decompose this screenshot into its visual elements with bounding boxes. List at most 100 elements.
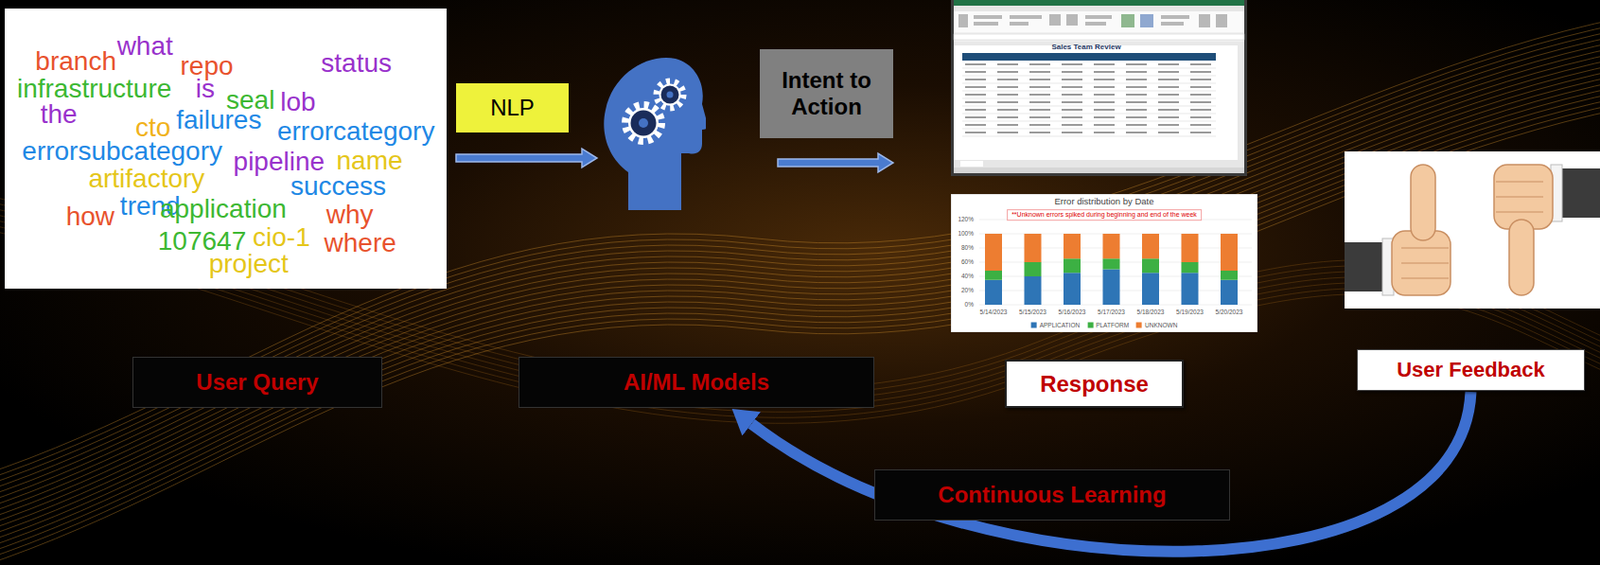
cloud-word: errorcategory (277, 118, 436, 145)
caption-box: User Query (132, 356, 383, 408)
cloud-word: status (320, 50, 392, 77)
thumb-down (1495, 196, 1544, 198)
bar (1063, 233, 1081, 305)
bar (1103, 258, 1121, 269)
cloud-word: the (40, 101, 78, 128)
thumb-up (1344, 164, 1451, 296)
cloud-word: what (117, 33, 174, 60)
block-arrow (777, 153, 894, 173)
table-rows (962, 68, 1216, 137)
chart-legend: APPLICATIONPLATFORMUNKNOWN (1031, 321, 1179, 329)
thumb-down (1495, 211, 1544, 213)
bar (1181, 262, 1199, 273)
thumb-up (1401, 247, 1449, 249)
bar (1220, 270, 1238, 281)
block-arrow (456, 148, 598, 168)
table-rows (962, 75, 1216, 77)
intent-box: Intent to Action (759, 49, 894, 139)
table-rows (962, 121, 1216, 123)
spreadsheet-screenshot (953, 41, 1238, 160)
head-silhouette (603, 57, 706, 211)
spreadsheet-screenshot (960, 160, 984, 167)
gridlines (979, 219, 1252, 305)
thumb-down (1494, 164, 1600, 296)
gear (628, 107, 659, 139)
spreadsheet-screenshot (1237, 41, 1245, 160)
thumbs-illustration (1344, 151, 1600, 309)
bar (984, 270, 1003, 281)
bar (1181, 272, 1199, 305)
caption-box: User Feedback (1356, 349, 1585, 391)
bar (1181, 233, 1199, 305)
caption-box: Response (1004, 359, 1184, 408)
axis-tick: 40% (961, 272, 974, 280)
table-rows (962, 113, 1216, 115)
ribbon-icons (973, 15, 1003, 19)
ribbon-icons (958, 14, 968, 28)
bar (984, 233, 1003, 305)
date-tick: 5/17/2023 (1097, 308, 1126, 316)
ribbon-icons (1121, 14, 1135, 28)
ribbon-icons (1160, 15, 1190, 19)
node-label: User Query (190, 369, 324, 396)
axis-tick: 120% (957, 215, 974, 223)
node-label: NLP (484, 94, 541, 122)
gear (656, 81, 684, 108)
gear (625, 105, 662, 141)
ai-head-icon (601, 51, 706, 212)
thumb-down (1509, 219, 1534, 296)
legend-swatch (1087, 321, 1093, 328)
axis-tick: 60% (961, 258, 974, 265)
gear (631, 110, 657, 137)
cloud-word: lob (280, 88, 316, 116)
date-tick: 5/19/2023 (1176, 308, 1204, 316)
spreadsheet-screenshot (953, 5, 1245, 12)
spreadsheet-screenshot (950, 0, 1248, 176)
thumb-up (1344, 242, 1385, 292)
table-rows (962, 105, 1216, 107)
thumbs-illustration (1344, 151, 1600, 309)
legend-entry: APPLICATION (1031, 321, 1081, 329)
bar (1103, 269, 1121, 306)
bar (1024, 276, 1042, 305)
spreadsheet-screenshot (962, 60, 1216, 137)
cloud-word: cio-1 (252, 224, 311, 251)
gear (661, 86, 680, 105)
cloud-word: is (195, 75, 215, 103)
cloud-word: how (66, 203, 115, 230)
wave-lines (0, 102, 1600, 565)
date-tick: 5/16/2023 (1058, 308, 1087, 316)
table-rows (962, 83, 1216, 85)
stacked-bar-chart (950, 193, 1258, 333)
legend-label: PLATFORM (1095, 321, 1129, 329)
thumb-down (1495, 181, 1544, 183)
legend-swatch (1136, 321, 1143, 328)
node-label: Continuous Learning (931, 481, 1172, 509)
node-label: Response (1034, 370, 1155, 398)
bar (1063, 258, 1081, 273)
node-label: User Feedback (1390, 357, 1551, 382)
spreadsheet-screenshot (953, 0, 1245, 174)
sheet-title: Sales Team Review (1051, 43, 1121, 53)
ribbon-icons (1215, 14, 1228, 28)
ribbon-icons (1009, 21, 1029, 26)
bar (1103, 233, 1121, 259)
ribbon-icons (1160, 21, 1184, 26)
wave-lines (0, 96, 1600, 565)
cloud-word: infrastructure (17, 75, 172, 103)
bar (1024, 233, 1042, 263)
legend-entry: PLATFORM (1087, 321, 1129, 329)
date-tick: 5/18/2023 (1137, 308, 1165, 316)
bar (1142, 272, 1160, 305)
spreadsheet-screenshot (953, 0, 1245, 6)
cloud-word: failures (175, 106, 262, 134)
bar (1142, 233, 1160, 305)
ribbon-icons (1198, 14, 1211, 28)
bar (1024, 262, 1042, 277)
ribbon-icons (1049, 14, 1061, 26)
ribbon-icons (1009, 15, 1042, 19)
table-rows (962, 136, 1216, 138)
spreadsheet-screenshot (953, 159, 1245, 168)
